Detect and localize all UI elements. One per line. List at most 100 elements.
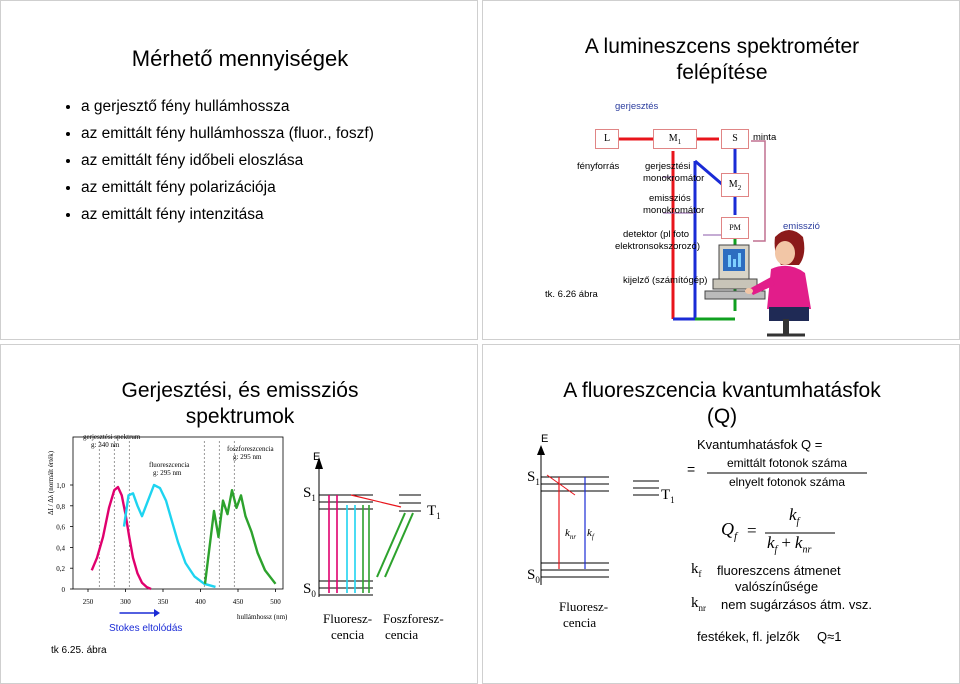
knr-sub: nr <box>569 533 577 542</box>
slide2-title-line2: felépítése <box>676 61 768 84</box>
chart-ylabel: ΔI / Δλ (normált érték) <box>47 450 55 515</box>
quantum-yield-approx: Q≈1 <box>817 629 842 644</box>
kf-description-1: fluoreszcens átmenet <box>717 563 841 578</box>
phosphorescence-arrow <box>376 512 406 578</box>
label-phosphorescence-2: cencia <box>385 627 419 642</box>
quantum-yield-definition: Kvantumhatásfok Q = <box>697 437 823 452</box>
den-k1: k <box>767 533 775 552</box>
label-fluorescence-1: fluoreszcencia <box>149 461 190 469</box>
den-plus: + <box>781 533 791 552</box>
phosphorescence-arrow <box>384 512 414 578</box>
den-k2: k <box>794 533 803 552</box>
bullet-item: az emittált fény polarizációja <box>81 174 374 201</box>
label-minta: minta <box>753 132 777 143</box>
bullet-item: a gerjesztő fény hullámhossza <box>81 93 374 120</box>
den-sub2: nr <box>802 544 812 556</box>
x-tick-label: 250 <box>83 598 94 606</box>
slide-measurable-quantities[interactable]: Mérhető mennyiségek a gerjesztő fény hul… <box>0 0 478 340</box>
box-label-L: L <box>603 133 611 144</box>
spectrum-series-line <box>90 485 152 591</box>
y-tick-label: 0,2 <box>56 565 65 573</box>
jablonski-diagram <box>537 445 867 585</box>
knr-desc-k: k <box>691 595 699 611</box>
box-label-M1: M <box>668 133 678 144</box>
slide-quantum-yield[interactable]: A fluoreszcencia kvantumhatásfok (Q) E S… <box>482 344 960 684</box>
label-phosphorescence-2: g: 295 nm <box>233 453 262 461</box>
S1-letter: S <box>303 485 312 501</box>
label-excitation-2: g: 340 nm <box>91 441 120 449</box>
T1-levels <box>633 480 659 496</box>
knr-k: k <box>565 527 570 539</box>
S0-sub: 0 <box>535 575 540 585</box>
label-energy-axis: E <box>541 433 549 445</box>
figure-reference: tk. 6.26 ábra <box>545 289 598 300</box>
x-tick-label: 500 <box>270 598 281 606</box>
photomultiplier-box: PM <box>721 217 749 239</box>
label-emis-mono-1: emissziós <box>649 193 691 204</box>
S0-letter: S <box>303 581 312 597</box>
dyes-label: festékek, fl. jelzők <box>697 629 800 644</box>
label-fluorescence-2: cencia <box>331 627 365 642</box>
den-sub1: f <box>774 544 778 556</box>
bullet-item: az emittált fény intenzitása <box>81 201 374 228</box>
T1-letter: T <box>661 487 671 503</box>
x-tick-label: 350 <box>158 598 169 606</box>
x-tick-label: 450 <box>233 598 244 606</box>
equals-sign-1: = <box>687 461 696 477</box>
T1-letter: T <box>427 503 437 519</box>
spectrometer-diagram <box>606 137 811 337</box>
S0-letter: S <box>527 567 536 583</box>
kf-k: k <box>587 527 592 539</box>
label-S1: S1 <box>527 469 540 487</box>
y-tick-label: 0 <box>62 586 66 594</box>
label-S0: S0 <box>527 567 540 585</box>
figure-reference: tk 6.25. ábra <box>51 645 107 656</box>
label-detektor-2: elektronsokszorozó) <box>615 241 701 252</box>
relax-arrow <box>546 474 576 496</box>
box-label-M2: M <box>728 179 738 190</box>
y-tick-label: 1,0 <box>56 482 65 490</box>
light-source-box: L <box>595 129 619 149</box>
kf-symbol: kf <box>691 561 702 579</box>
bullet-item: az emittált fény hullámhossza (fluor., f… <box>81 120 374 147</box>
box-label-PM: PM <box>729 223 741 232</box>
energy-axis-arrowhead <box>315 457 323 469</box>
S0-levels <box>541 562 609 578</box>
label-T1: T1 <box>661 487 675 505</box>
label-phosphorescence-1: foszforeszcencia <box>227 445 274 453</box>
knr-symbol: knr <box>691 595 706 613</box>
box-label-M2-sub: 2 <box>737 184 742 192</box>
knr-description: nem sugárzásos átm. vsz. <box>721 597 872 612</box>
num-k: k <box>789 505 797 524</box>
spectrum-series-line <box>203 488 277 585</box>
label-emisszio: emisszió <box>783 221 820 232</box>
label-fluorescence-2: cencia <box>563 615 597 630</box>
chart-xlabel: hullámhossz (nm) <box>237 613 288 621</box>
formula-denominator: kf+knr <box>767 533 811 555</box>
S1-sub: 1 <box>535 477 540 487</box>
stokes-arrowhead <box>154 609 160 617</box>
label-kf: kf <box>587 527 594 541</box>
label-fenyforras: fényforrás <box>577 161 620 172</box>
y-tick-label: 0,8 <box>56 503 65 511</box>
label-knr: knr <box>565 527 576 541</box>
label-phosphorescence-1: Foszforesz- <box>383 611 444 626</box>
label-emis-mono-2: monokromátor <box>643 205 705 216</box>
slide-spectrometer-setup[interactable]: A lumineszcens spektrométer felépítése <box>482 0 960 340</box>
formula-Q: Qf <box>721 519 737 543</box>
label-kijelzo: kijelző (számítógép) <box>623 275 708 286</box>
slide4-title-line1: A fluoreszcencia kvantumhatásfok <box>563 379 881 402</box>
bullet-item: az emittált fény időbeli eloszlása <box>81 147 374 174</box>
plot-frame <box>72 436 284 590</box>
formula-Q-letter: Q <box>721 519 734 539</box>
slide2-title-line1: A lumineszcens spektrométer <box>584 35 860 58</box>
knr-desc-sub: nr <box>698 603 707 613</box>
label-energy-axis: E <box>313 451 321 463</box>
x-tick-label: 300 <box>120 598 131 606</box>
fraction-denominator: elnyelt fotonok száma <box>728 475 846 489</box>
label-fluorescence-1: Fluoresz- <box>559 599 609 614</box>
y-tick-label: 0,6 <box>56 524 65 532</box>
label-detektor-1: detektor (pl foto <box>623 229 690 240</box>
label-stokes-shift: Stokes eltolódás <box>109 623 183 634</box>
